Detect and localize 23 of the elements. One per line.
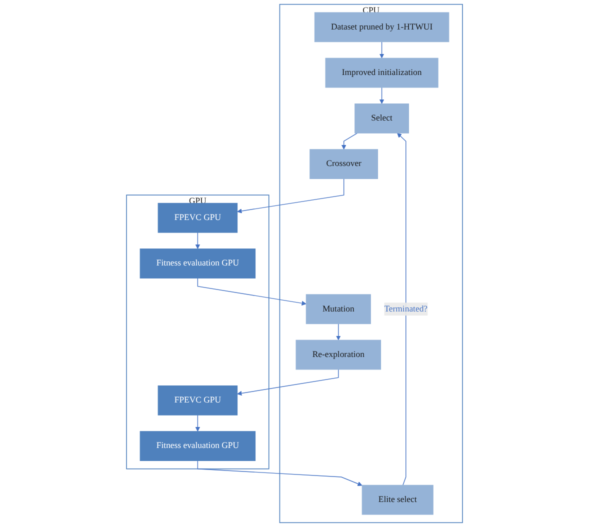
arrow [237,369,339,396]
arrow [197,278,306,306]
node-box: Dataset pruned by 1-HTWUI [314,12,450,42]
node-box: Improved initialization [325,58,438,88]
node-box: Elite select [362,484,434,515]
arrow [195,232,200,250]
arrow [379,87,384,104]
node-box: Select [354,104,409,134]
node-box: FPEVC GPU [158,385,238,416]
node-box: Fitness evaluation GPU [140,431,256,461]
arrow [336,323,341,340]
arrow [397,132,406,486]
arrow [197,460,362,486]
node-box: Crossover [310,149,378,180]
node-box: Mutation [306,294,371,324]
arrow [237,178,344,214]
node-box: Fitness evaluation GPU [140,248,256,278]
arrow [379,41,384,58]
edge-label: Terminated? [384,304,428,314]
arrow [341,132,358,150]
node-box: Re-exploration [296,340,382,370]
node-box: FPEVC GPU [158,202,238,233]
arrow [195,414,200,432]
